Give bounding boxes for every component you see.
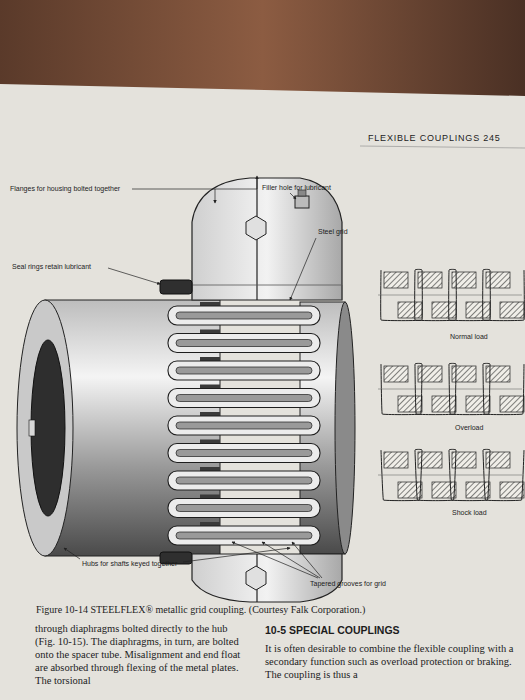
grid-loop xyxy=(168,357,320,380)
running-header: FLEXIBLE COUPLINGS 245 xyxy=(368,133,501,143)
figure-caption: Figure 10-14 STEELFLEX® metallic grid co… xyxy=(36,604,365,615)
grid-loop xyxy=(168,522,320,545)
book-page xyxy=(0,84,525,700)
section-heading: 10-5 SPECIAL COUPLINGS xyxy=(265,624,400,636)
view-label: Shock load xyxy=(452,509,487,517)
detail-view xyxy=(378,269,524,320)
part-label: Steel grid xyxy=(318,228,348,236)
grid-loop xyxy=(168,302,320,325)
grid-loop xyxy=(168,467,320,490)
body-text: It is often desirable to combine the fle… xyxy=(265,642,520,681)
header-rule xyxy=(360,146,525,148)
grid-loop xyxy=(168,412,320,435)
leader-lines xyxy=(64,176,322,578)
part-label: Seal rings retain lubricant xyxy=(12,263,91,271)
view-label: Normal load xyxy=(450,333,488,341)
body-text: through diaphragms bolted directly to th… xyxy=(35,622,243,687)
seal-ring xyxy=(160,280,192,294)
detail-view xyxy=(378,449,524,500)
view-label: Overload xyxy=(455,424,483,432)
part-label: Hubs for shafts keyed together xyxy=(82,560,177,568)
steel-grid xyxy=(168,302,320,545)
grid-loop xyxy=(168,440,320,463)
part-label: Filler hole for lubricant xyxy=(262,184,331,192)
grid-loop xyxy=(168,495,320,518)
grid-detail-views xyxy=(378,269,524,500)
grid-loop xyxy=(168,385,320,408)
part-label: Flanges for housing bolted together xyxy=(10,185,120,193)
part-label: Tapered grooves for grid xyxy=(310,580,386,588)
grid-loop xyxy=(168,330,320,353)
housing-top xyxy=(192,178,342,300)
detail-view xyxy=(378,363,524,414)
background xyxy=(0,0,525,100)
